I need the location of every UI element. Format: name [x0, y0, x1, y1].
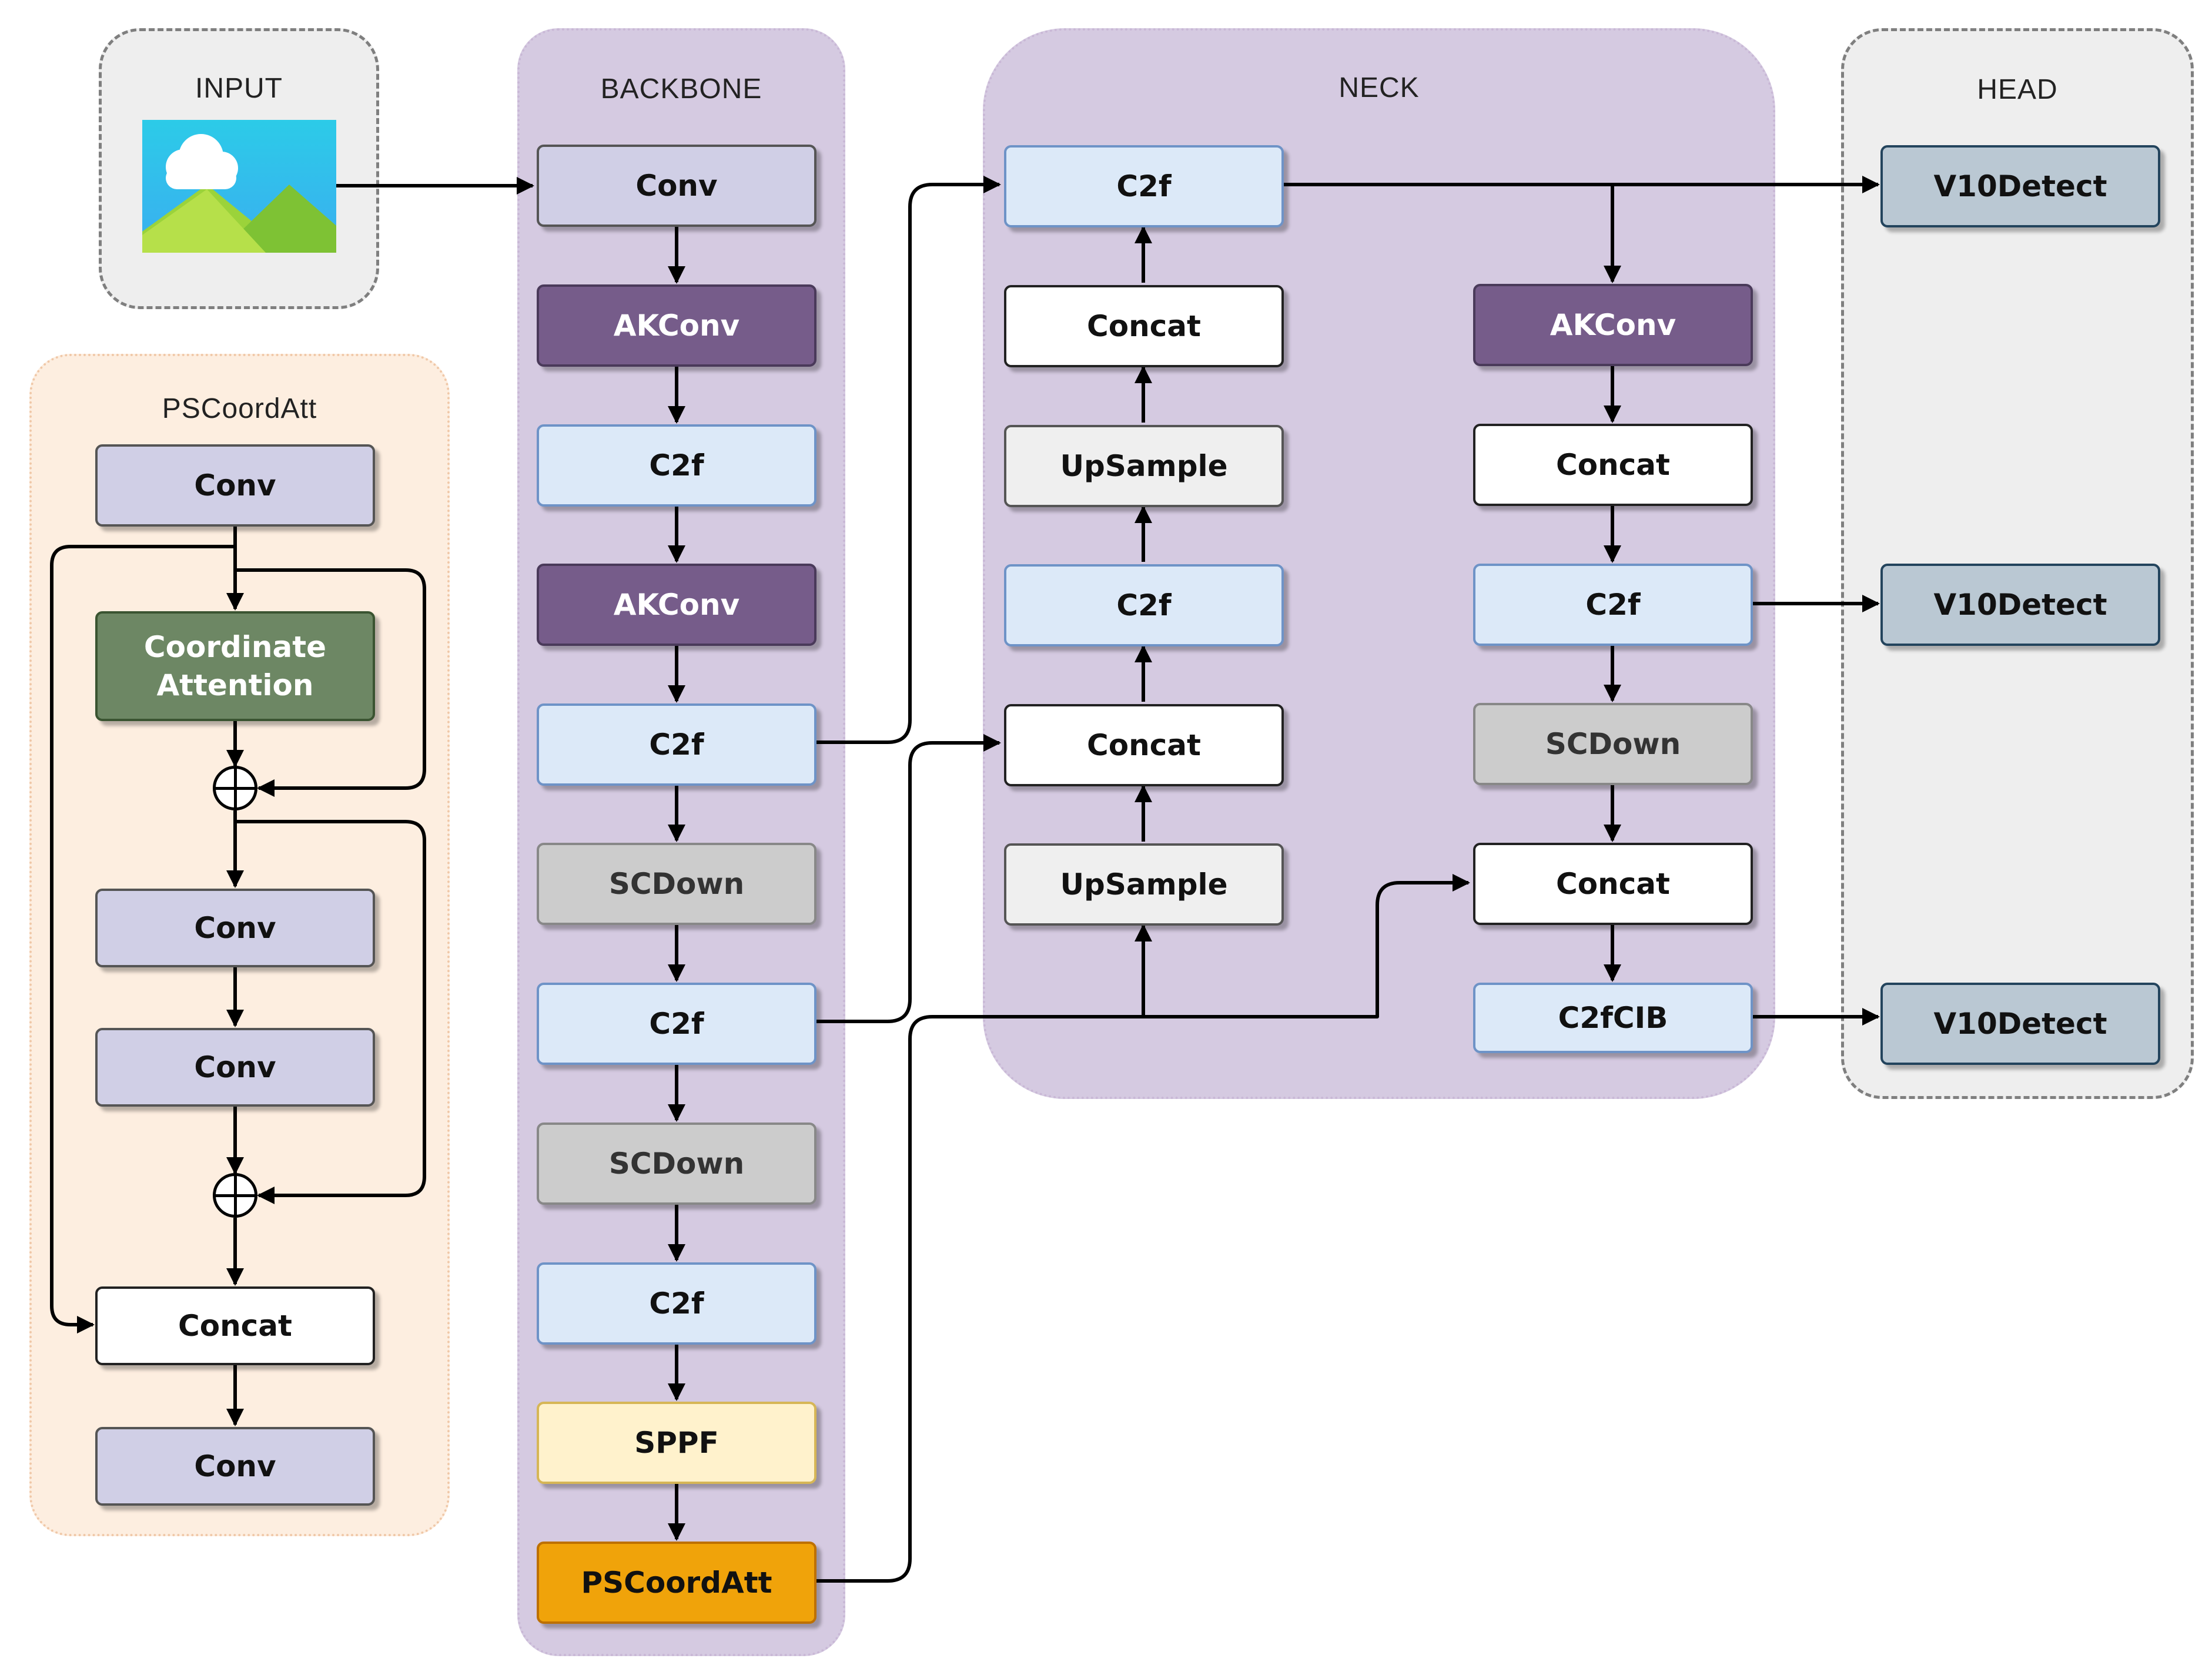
psca-coordinate-attention: Coordinate Attention [95, 611, 375, 721]
neck-c2f-mid: C2f [1004, 564, 1284, 646]
backbone-conv: Conv [537, 145, 816, 227]
backbone-akconv-1: AKConv [537, 284, 816, 367]
psca-conv-2: Conv [95, 889, 375, 967]
edge-psca-skip2 [235, 820, 426, 1204]
neck-concat-2: Concat [1004, 704, 1284, 786]
circle-plus-icon [213, 1173, 257, 1218]
edge-c2f2-neck-c2f [815, 176, 1001, 744]
image-icon [142, 120, 336, 253]
neck-c2f-top: C2f [1004, 145, 1284, 227]
edge-psca-neck [815, 874, 1470, 1583]
backbone-akconv-2: AKConv [537, 564, 816, 646]
neck-concat-1: Concat [1004, 285, 1284, 367]
backbone-c2f-2: C2f [537, 703, 816, 786]
psca-conv-3: Conv [95, 1028, 375, 1107]
head-v10detect-2: V10Detect [1880, 564, 2160, 646]
backbone-c2f-4: C2f [537, 1262, 816, 1345]
neck-akconv: AKConv [1473, 284, 1753, 366]
backbone-scdown-2: SCDown [537, 1123, 816, 1205]
backbone-c2f-1: C2f [537, 424, 816, 507]
backbone-pscoordatt: PSCoordAtt [537, 1542, 816, 1624]
neck-upsample-2: UpSample [1004, 843, 1284, 926]
head-v10detect-1: V10Detect [1880, 145, 2160, 227]
head-group-label: HEAD [1977, 74, 2058, 105]
edge-c2f3-neck-concat [815, 734, 1001, 1023]
neck-upsample-1: UpSample [1004, 425, 1284, 507]
head-v10detect-3: V10Detect [1880, 983, 2160, 1065]
neck-concat-3: Concat [1473, 424, 1753, 506]
backbone-scdown-1: SCDown [537, 843, 816, 925]
backbone-c2f-3: C2f [537, 983, 816, 1065]
neck-concat-4: Concat [1473, 843, 1753, 925]
psca-concat: Concat [95, 1286, 375, 1365]
neck-scdown: SCDown [1473, 703, 1753, 785]
circle-plus-icon [213, 766, 257, 810]
psca-conv-1: Conv [95, 444, 375, 527]
psca-conv-4: Conv [95, 1427, 375, 1506]
neck-c2fcib: C2fCIB [1473, 983, 1753, 1053]
edge-psca-skip3 [50, 545, 235, 1333]
edge-psca-skip1 [235, 568, 426, 797]
backbone-sppf: SPPF [537, 1402, 816, 1484]
pscoordatt-group-label: PSCoordAtt [162, 393, 317, 424]
neck-group-label: NECK [1338, 72, 1420, 103]
neck-c2f-right: C2f [1473, 564, 1753, 646]
backbone-group-label: BACKBONE [600, 73, 762, 105]
input-group-label: INPUT [195, 73, 283, 104]
